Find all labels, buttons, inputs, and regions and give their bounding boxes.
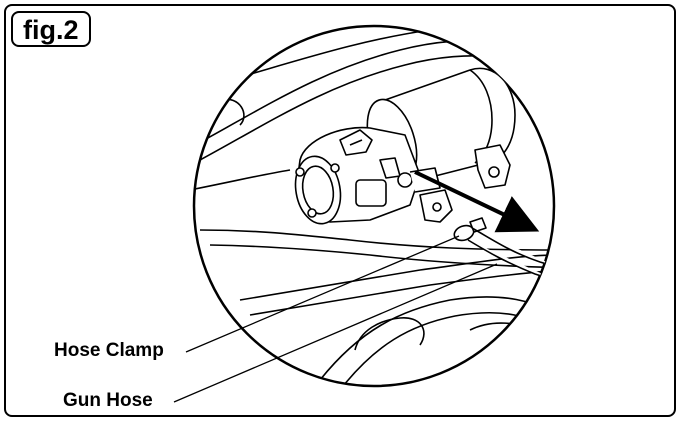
hose-clamp-leader	[185, 235, 460, 353]
mounting-bracket	[419, 144, 511, 223]
pump-head	[294, 126, 441, 225]
gun-hose-callout: Gun Hose	[63, 390, 153, 411]
hose-clamp-callout: Hose Clamp	[54, 340, 164, 361]
flow-arrow	[414, 170, 540, 233]
figure-label: fig.2	[11, 11, 91, 47]
figure-frame	[4, 4, 676, 417]
gun-hose	[467, 227, 554, 283]
gun-hose-leader	[173, 263, 498, 403]
